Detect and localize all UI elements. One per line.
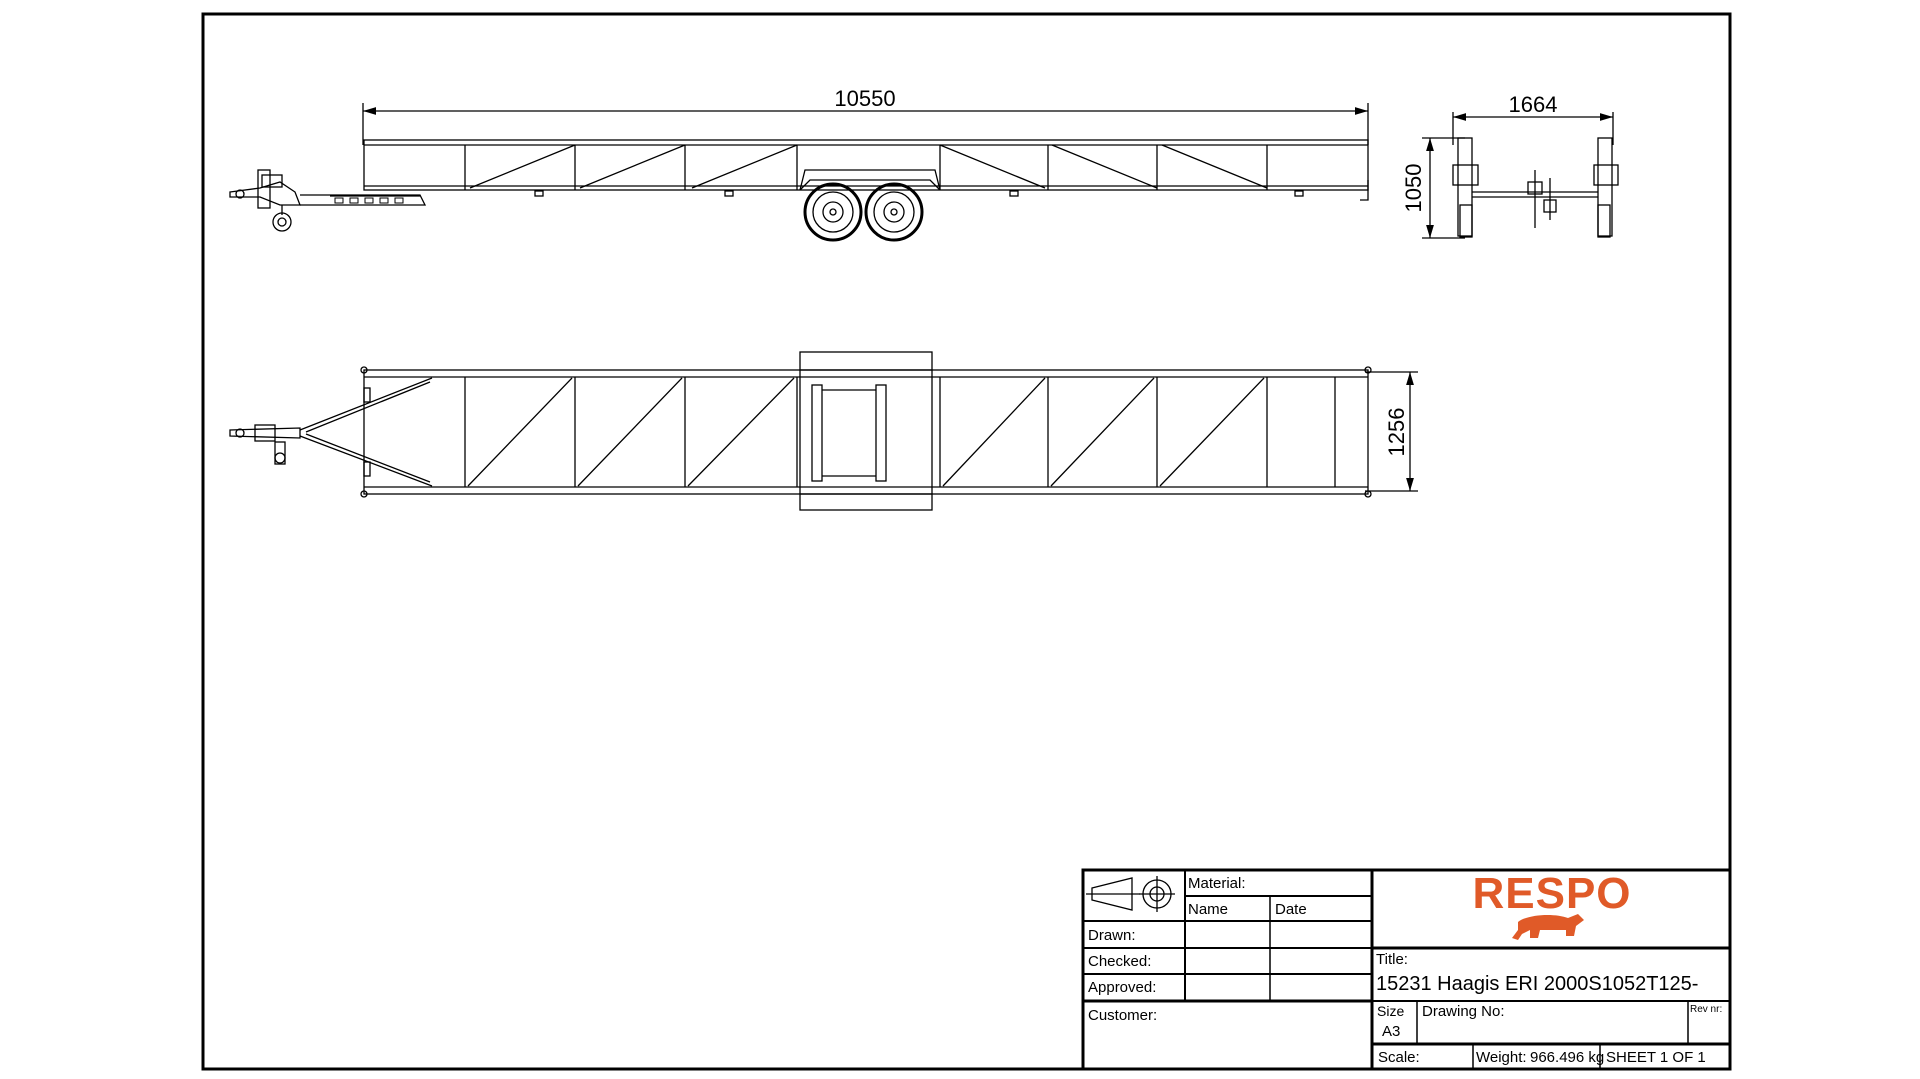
name-header: Name (1188, 901, 1228, 918)
dim-top-width: 1256 (1384, 408, 1409, 457)
drawing-no-label: Drawing No: (1422, 1003, 1505, 1020)
sheet-border (201, 12, 1732, 1071)
material-label: Material: (1188, 875, 1246, 892)
date-header: Date (1275, 901, 1307, 918)
scale-label: Scale: (1378, 1049, 1420, 1066)
dim-side-length: 10550 (834, 86, 895, 111)
approved-label: Approved: (1088, 979, 1156, 996)
logo-text: RESPO (1472, 869, 1631, 918)
side-view (229, 103, 1369, 242)
rev-label: Rev nr: (1690, 1004, 1722, 1015)
top-view (229, 351, 1418, 511)
title-block (1081, 868, 1732, 1071)
dim-end-height: 1050 (1401, 164, 1426, 213)
title-value: 15231 Haagis ERI 2000S1052T125- (1376, 973, 1698, 995)
title-label: Title: (1376, 951, 1408, 968)
projection-symbol-icon (1086, 876, 1175, 912)
sheet-label: SHEET 1 OF 1 (1606, 1049, 1706, 1066)
end-view (1422, 112, 1619, 239)
checked-label: Checked: (1088, 953, 1151, 970)
customer-label: Customer: (1088, 1007, 1157, 1024)
drawn-label: Drawn: (1088, 927, 1136, 944)
weight-value: 966.496 kg (1530, 1049, 1604, 1066)
bull-icon (1512, 914, 1584, 940)
size-label: Size (1377, 1003, 1404, 1019)
size-value: A3 (1382, 1023, 1400, 1040)
respo-logo: RESPO (1472, 869, 1631, 940)
dim-end-width: 1664 (1509, 92, 1558, 117)
weight-label: Weight: (1476, 1049, 1527, 1066)
